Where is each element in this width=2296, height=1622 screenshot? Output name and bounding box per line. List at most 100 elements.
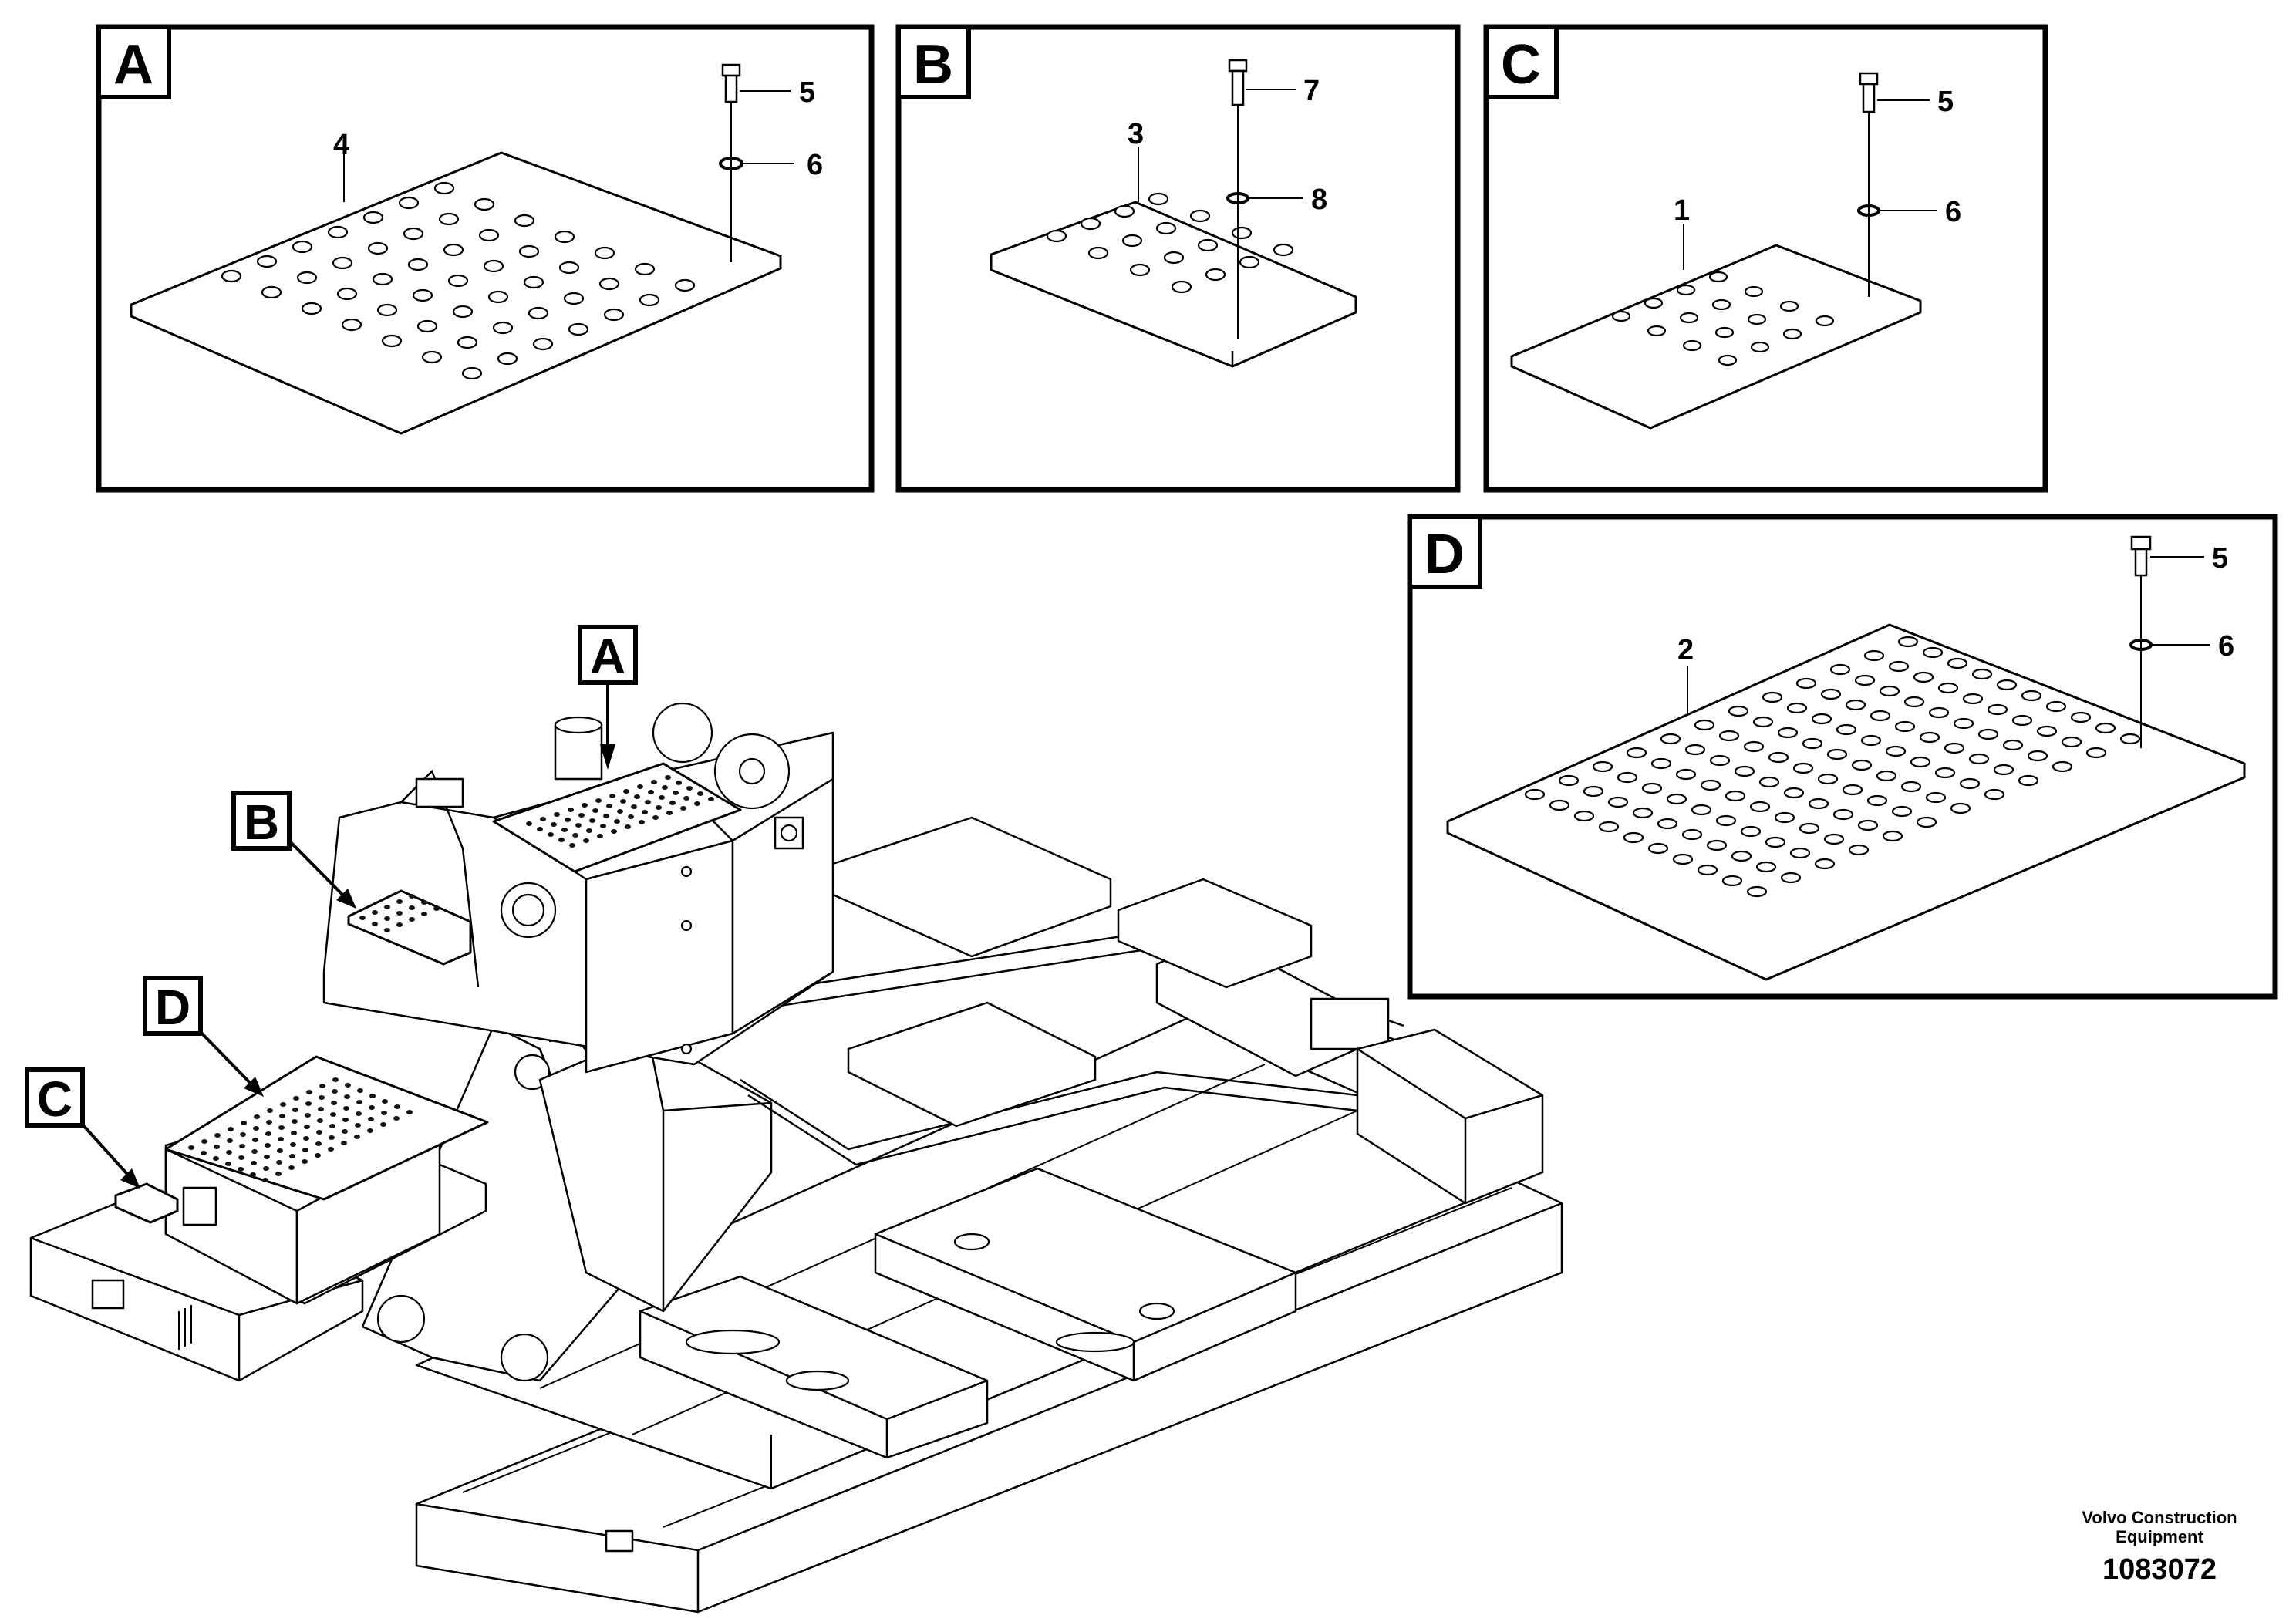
plate-hole	[265, 1143, 271, 1148]
plate-hole	[288, 1165, 295, 1170]
plate-hole	[384, 905, 390, 909]
plate-hole	[1718, 354, 1738, 366]
plate-hole	[589, 818, 595, 823]
detail-d: D 2 5 6	[1407, 514, 2278, 1000]
plate-3-installed	[347, 889, 472, 966]
plate-hole	[359, 916, 366, 920]
plate-hole	[293, 1096, 299, 1101]
plate-hole	[1046, 229, 1067, 243]
plate-hole	[1087, 246, 1109, 260]
detail-d-label: D	[1424, 524, 1465, 585]
plate-hole	[305, 1101, 312, 1106]
plate-hole	[317, 1118, 323, 1123]
plate-hole	[623, 789, 629, 794]
plate-hole	[1845, 699, 1866, 711]
plate-hole	[554, 812, 560, 817]
detail-b: B 3 7 8	[895, 24, 1461, 493]
plate-hole	[1836, 723, 1857, 736]
plate-hole	[1922, 646, 1944, 659]
plate-hole	[1747, 313, 1767, 325]
plate-hole	[461, 366, 483, 380]
plate-hole	[416, 319, 438, 333]
plate-1-installed	[114, 1182, 179, 1224]
plate-hole	[315, 1141, 322, 1146]
plate-hole	[1885, 745, 1907, 757]
plate-hole	[1782, 328, 1802, 340]
bolt-icon	[721, 63, 741, 103]
plate-hole	[583, 838, 589, 843]
plate-hole	[1114, 204, 1135, 218]
plate-hole	[1715, 814, 1737, 827]
plate-hole	[1697, 864, 1718, 876]
plate-hole	[2011, 714, 2033, 727]
plate-hole	[421, 350, 443, 364]
plate-hole	[367, 241, 389, 255]
plate-hole	[1832, 808, 1854, 821]
plate-hole	[1758, 776, 1780, 788]
plate-hole	[572, 833, 578, 838]
plate-hole	[645, 800, 651, 804]
plate-hole	[1971, 668, 1993, 680]
plate-hole	[2070, 711, 2092, 723]
plate-hole	[291, 1131, 297, 1135]
plate-hole	[634, 262, 656, 276]
plate-hole	[1860, 734, 1882, 747]
detail-c-label: C	[1501, 34, 1541, 96]
detail-b-part-number: 3	[1128, 118, 1144, 150]
plate-hole	[357, 1088, 363, 1093]
plate-hole	[1691, 804, 1712, 816]
plate-hole	[528, 306, 549, 320]
plate-hole	[1848, 844, 1870, 856]
plate-hole	[214, 1145, 220, 1149]
plate-hole	[2027, 750, 2048, 762]
plate-hole	[342, 1118, 349, 1122]
callout-d: D	[143, 976, 264, 1097]
plate-hole	[676, 781, 682, 785]
plate-hole	[1129, 263, 1151, 277]
plate-hole	[1714, 326, 1735, 339]
plate-hole	[381, 334, 403, 348]
plate-hole	[569, 843, 575, 848]
plate-hole	[1765, 836, 1786, 848]
plate-hole	[2119, 733, 2141, 745]
plate-hole	[2052, 760, 2073, 773]
detail-c-bolt-number: 5	[1937, 86, 1954, 118]
plate-3	[990, 192, 1357, 368]
plate-hole	[561, 828, 568, 832]
plate-2	[1446, 623, 2246, 981]
plate-hole	[1968, 753, 1990, 765]
title-block: Volvo Construction Equipment 1083072	[2082, 1508, 2237, 1586]
plate-hole	[666, 811, 673, 815]
plate-hole	[1700, 779, 1721, 791]
plate-hole	[1779, 300, 1799, 312]
plate-hole	[1808, 798, 1829, 810]
plate-hole	[697, 791, 703, 796]
plate-hole	[279, 1114, 285, 1118]
plate-hole	[603, 308, 625, 322]
plate-hole	[367, 1128, 373, 1133]
plate-hole	[1870, 710, 1891, 722]
plate-hole	[341, 1141, 347, 1145]
plate-hole	[356, 1111, 362, 1116]
plate-hole	[226, 1150, 232, 1155]
plate-hole	[332, 1089, 338, 1094]
plate-hole	[1953, 717, 1974, 730]
plate-hole	[1682, 339, 1702, 352]
detail-a-label: A	[113, 34, 153, 96]
plate-hole	[2021, 690, 2042, 702]
plate-hole	[2085, 747, 2107, 759]
plate-hole	[344, 1094, 350, 1099]
plate-hole	[659, 795, 665, 800]
plate-hole	[238, 1167, 244, 1172]
plate-hole	[292, 1119, 298, 1124]
plate-hole	[1197, 238, 1219, 252]
plate-hole	[409, 917, 415, 922]
plate-hole	[267, 1108, 273, 1113]
plate-hole	[611, 829, 617, 834]
plate-hole	[1891, 805, 1913, 818]
plate-hole	[637, 784, 643, 789]
plate-hole	[1672, 853, 1694, 865]
plate-hole	[694, 801, 700, 806]
plate-hole	[1934, 767, 1956, 779]
plate-hole	[301, 302, 322, 315]
